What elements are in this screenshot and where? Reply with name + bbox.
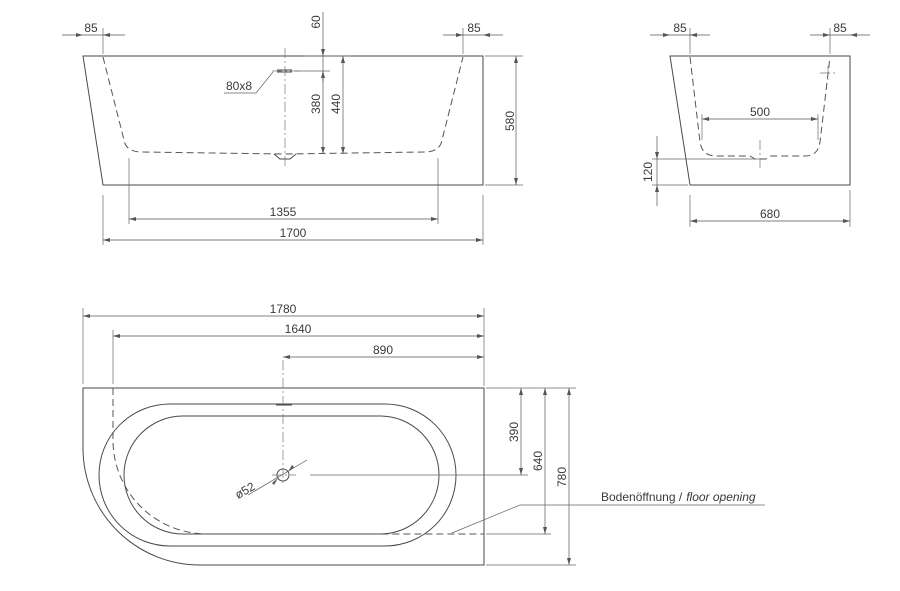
dim-top-drain-offset: 390 [507, 422, 521, 442]
dim-side-right-rim: 85 [833, 21, 847, 35]
floor-opening-label-de: Bodenöffnung / [601, 490, 683, 504]
dim-side-base-width: 680 [760, 207, 780, 221]
top-view-floor-opening [112, 388, 484, 535]
top-view: ø52 1780 1640 890 390 640 780 [82, 302, 765, 566]
floor-opening-leader-line [451, 504, 765, 534]
dim-front-inner-length: 1355 [270, 205, 297, 219]
side-view-inner-basin [689, 56, 831, 160]
dim-front-left-rim: 85 [84, 21, 98, 35]
dim-arrows [456, 33, 490, 37]
dim-top-drain-position: 890 [373, 343, 393, 357]
front-view-outline [82, 55, 484, 186]
dim-top-total-width: 780 [555, 467, 569, 487]
overflow-leader-line [224, 71, 274, 94]
dim-front-inner-depth: 440 [329, 94, 343, 114]
dim-front-overflow-size: 80x8 [226, 79, 252, 93]
side-view-outline [669, 55, 851, 186]
dim-arrows [272, 465, 294, 485]
dim-top-total-length: 1780 [270, 302, 297, 316]
dim-arrows [823, 33, 857, 37]
dim-top-drain-diameter: ø52 [233, 479, 258, 502]
top-view-outline [82, 387, 485, 566]
front-view: 85 85 60 380 440 580 80x8 [62, 12, 523, 245]
dim-side-left-rim: 85 [673, 21, 687, 35]
dim-top-inner-width: 640 [531, 451, 545, 471]
dim-front-right-rim: 85 [467, 21, 481, 35]
dim-side-floor-offset: 120 [641, 162, 655, 182]
front-view-overflow [277, 69, 292, 73]
dim-front-base-length: 1700 [280, 226, 307, 240]
dim-arrows [76, 33, 110, 37]
dim-arrows [321, 147, 325, 154]
side-view: 85 85 500 120 680 [641, 21, 870, 227]
dim-front-total-height: 580 [503, 111, 517, 131]
dim-side-inner-width: 500 [750, 105, 770, 119]
dim-front-overflow-height: 380 [309, 94, 323, 114]
dim-arrows [663, 33, 697, 37]
dim-top-inner-length: 1640 [285, 322, 312, 336]
floor-opening-label: Bodenöffnung /floor opening [601, 490, 756, 504]
drain-diameter-leader [247, 459, 308, 496]
floor-opening-label-en: floor opening [686, 490, 756, 504]
front-view-inner-basin [102, 56, 464, 155]
dim-front-overflow-offset: 60 [309, 15, 323, 29]
